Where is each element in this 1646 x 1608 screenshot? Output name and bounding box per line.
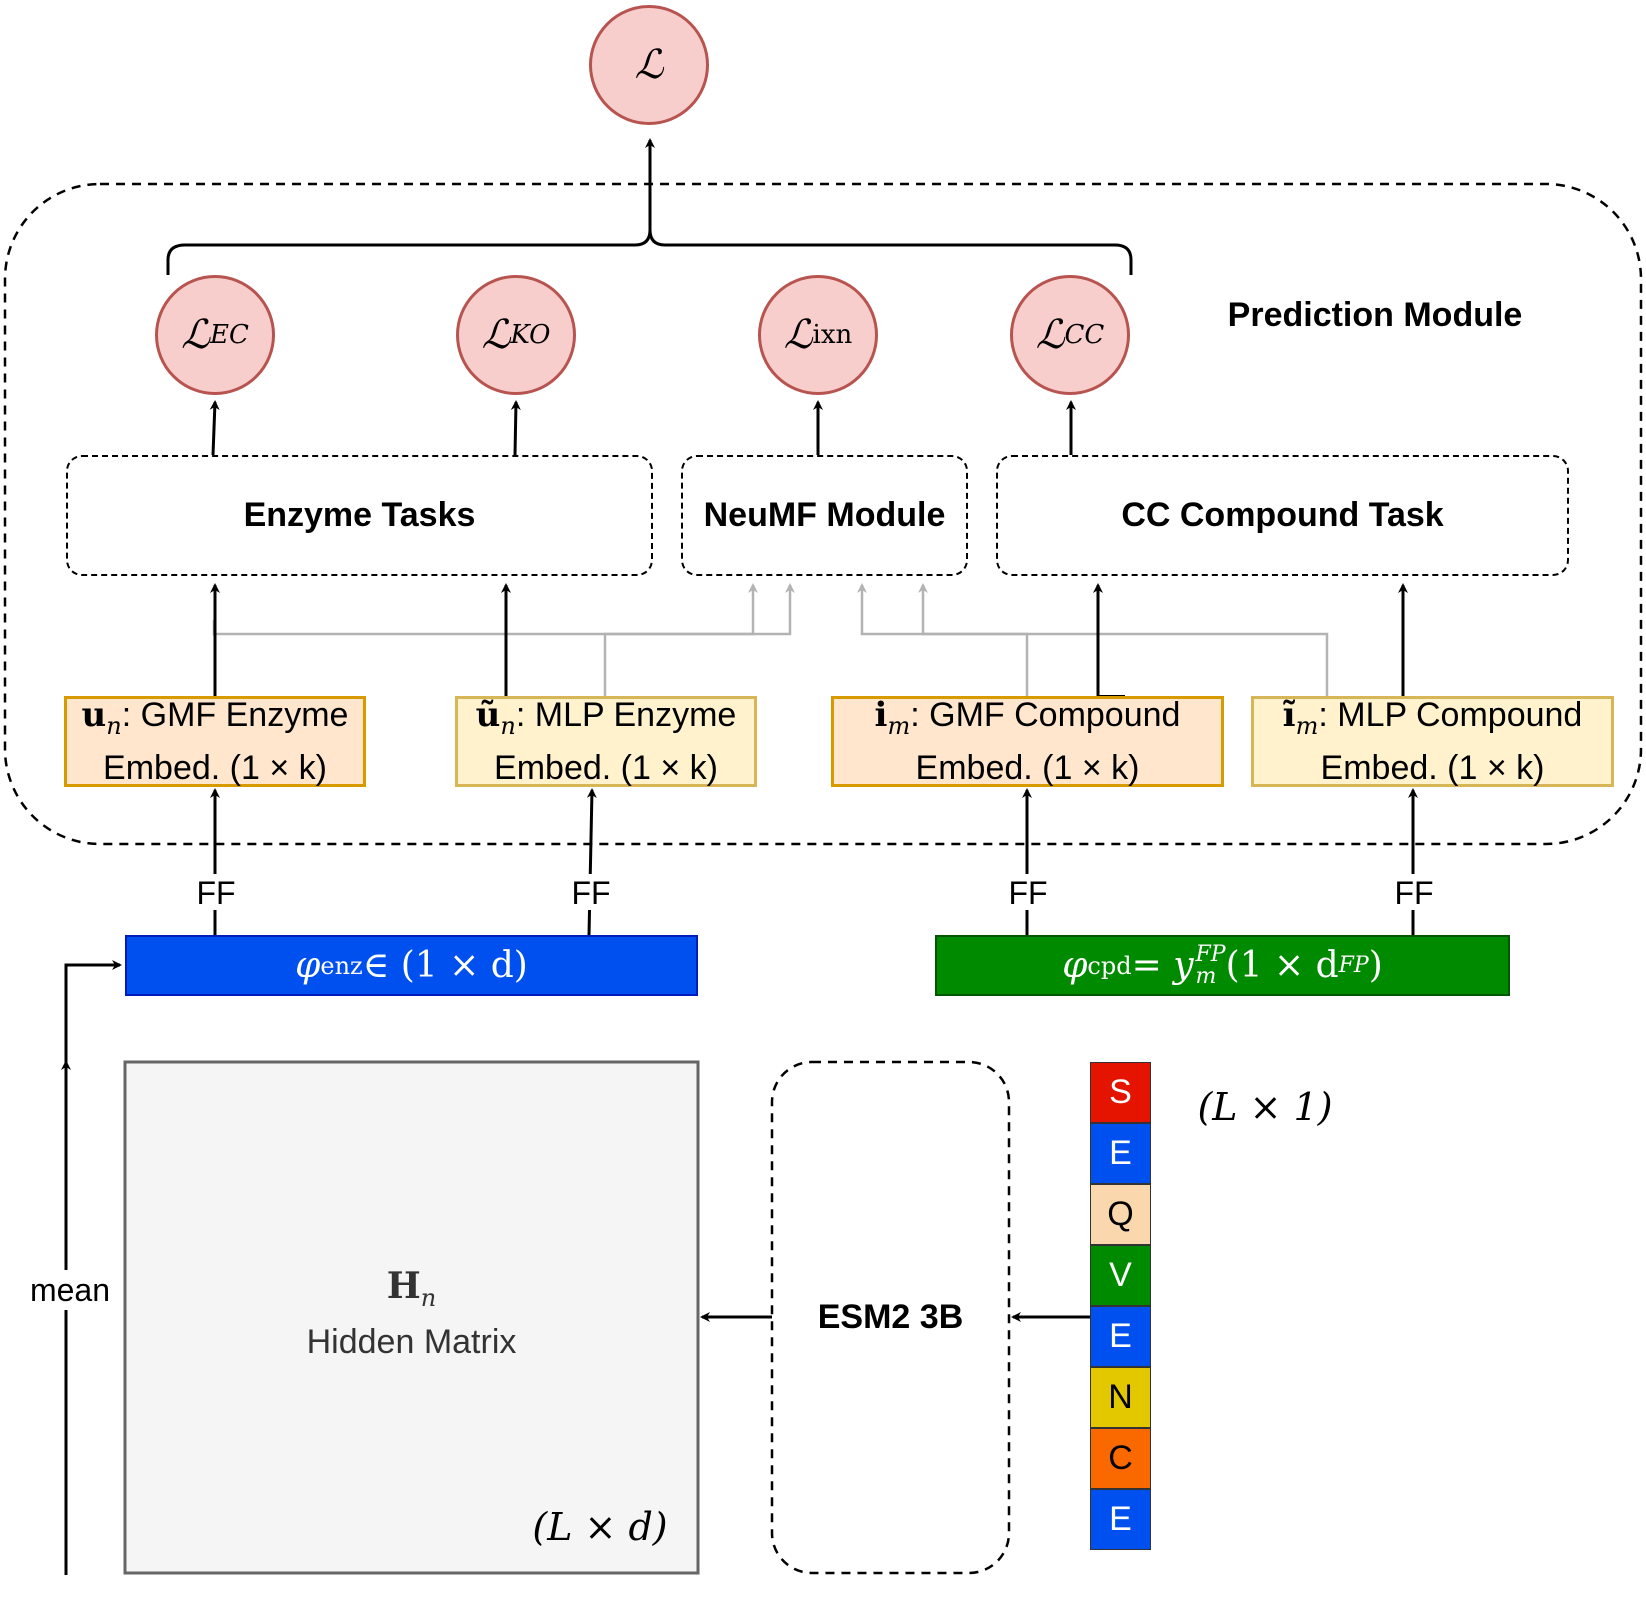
prediction-module-label: Prediction Module [1227,296,1523,334]
mlp-enzyme-title: : MLP Enzyme [515,696,737,735]
sequence-residue: N [1090,1367,1151,1428]
total-loss-node: ℒ [589,5,709,125]
cc-compound-task-box: CC Compound Task [996,455,1569,576]
phi-enz-sub: enz [320,951,363,980]
phi-cpd-symbol: φ [1062,945,1088,986]
loss-cc-sub: CC [1064,320,1105,350]
gmf-enzyme-sub: n [106,711,122,740]
gmf-compound-symbol: i [874,695,888,736]
arrow-phi-enz-to-mlp [586,788,597,936]
mlp-compound-line1: ĩm: MLP Compound [1283,694,1583,747]
arrow-enzyme-to-ec [209,400,220,456]
gmf-compound-line1: im: GMF Compound [875,694,1181,747]
arrow-enzyme-to-ko [510,400,521,456]
gmf-compound-title: : GMF Compound [910,696,1181,735]
sequence-residue: E [1090,1123,1151,1184]
hidden-matrix-box [123,1060,700,1575]
loss-ixn-symbol: ℒ [783,312,813,358]
phi-cpd-dims: (1 × d [1225,945,1339,986]
gmf-enzyme-title: : GMF Enzyme [121,696,349,735]
loss-ko-sub: KO [510,320,551,350]
phi-enz-dims: ∈ (1 × d) [362,945,528,986]
loss-ec-sub: EC [209,320,249,350]
hidden-matrix-sub: n [420,1283,437,1312]
prediction-module-container [3,182,1643,846]
sequence-dims: (L × 1) [1197,1085,1333,1129]
cc-compound-task-label: CC Compound Task [1121,496,1444,534]
enzyme-tasks-label: Enzyme Tasks [243,496,476,534]
sequence-residue: E [1090,1306,1151,1367]
hidden-matrix-title: Hn [125,1265,698,1312]
mlp-enzyme-embed: ũn: MLP Enzyme Embed. (1 × k) [455,694,757,787]
gmf-compound-dims: Embed. (1 × k) [915,748,1140,787]
sequence-residue: C [1090,1428,1151,1489]
ff-label-3: FF [1008,875,1048,911]
neumf-connections [212,583,1329,696]
ff-label-1: FF [196,875,236,911]
gmf-compound-embed: im: GMF Compound Embed. (1 × k) [831,694,1224,787]
enzyme-tasks-box: Enzyme Tasks [66,455,653,576]
hidden-matrix-dims: (L × d) [532,1505,668,1549]
loss-ixn-sub: ixn [812,320,853,350]
mlp-compound-title: : MLP Compound [1318,696,1583,735]
mlp-enzyme-symbol: ũ [475,695,501,736]
ff-label-2: FF [571,875,611,911]
mlp-compound-sub: m [1295,711,1319,740]
gmf-enzyme-line1: un: GMF Enzyme [82,694,349,747]
gmf-enzyme-dims: Embed. (1 × k) [103,748,327,787]
phi-cpd-sub2: m [1195,963,1217,989]
sequence-residue: E [1090,1489,1151,1550]
total-loss-symbol: ℒ [634,42,664,88]
mlp-compound-dims: Embed. (1 × k) [1320,748,1545,787]
sequence-residue: V [1090,1245,1151,1306]
phi-enz-symbol: φ [295,945,321,986]
gmf-enzyme-symbol: u [81,695,107,736]
mlp-compound-symbol: ĩ [1282,695,1296,736]
mlp-enzyme-dims: Embed. (1 × k) [494,748,718,787]
gmf-enzyme-embed: un: GMF Enzyme Embed. (1 × k) [64,694,366,787]
hidden-matrix-label: Hidden Matrix [306,1323,517,1361]
mlp-compound-embed: ĩm: MLP Compound Embed. (1 × k) [1251,694,1614,787]
neumf-module-label: NeuMF Module [703,496,946,534]
phi-cpd-close: ) [1368,945,1383,986]
gmf-compound-sub: m [887,711,911,740]
sequence-residue: S [1090,1062,1151,1123]
loss-ko-symbol: ℒ [481,312,511,358]
loss-brace [166,229,1133,275]
neumf-module-box: NeuMF Module [681,455,968,576]
ff-label-4: FF [1394,875,1434,911]
hidden-matrix-symbol: H [386,1265,421,1307]
loss-cc-symbol: ℒ [1035,312,1065,358]
phi-cpd-dims-sub: FP [1338,953,1369,978]
loss-ec-symbol: ℒ [181,312,210,358]
phi-cpd-eq: = y [1131,945,1194,986]
mlp-enzyme-sub: n [500,711,516,740]
mean-arrow [64,960,122,1575]
phi-cpd-sub: cpd [1087,951,1132,980]
phi-cpd-sup: FP [1195,941,1226,967]
esm-label: ESM2 3B [817,1298,964,1336]
esm-box [770,1060,1011,1575]
mean-label: mean [29,1272,111,1308]
mlp-enzyme-line1: ũn: MLP Enzyme [476,694,737,747]
sequence-residue: Q [1090,1184,1151,1245]
